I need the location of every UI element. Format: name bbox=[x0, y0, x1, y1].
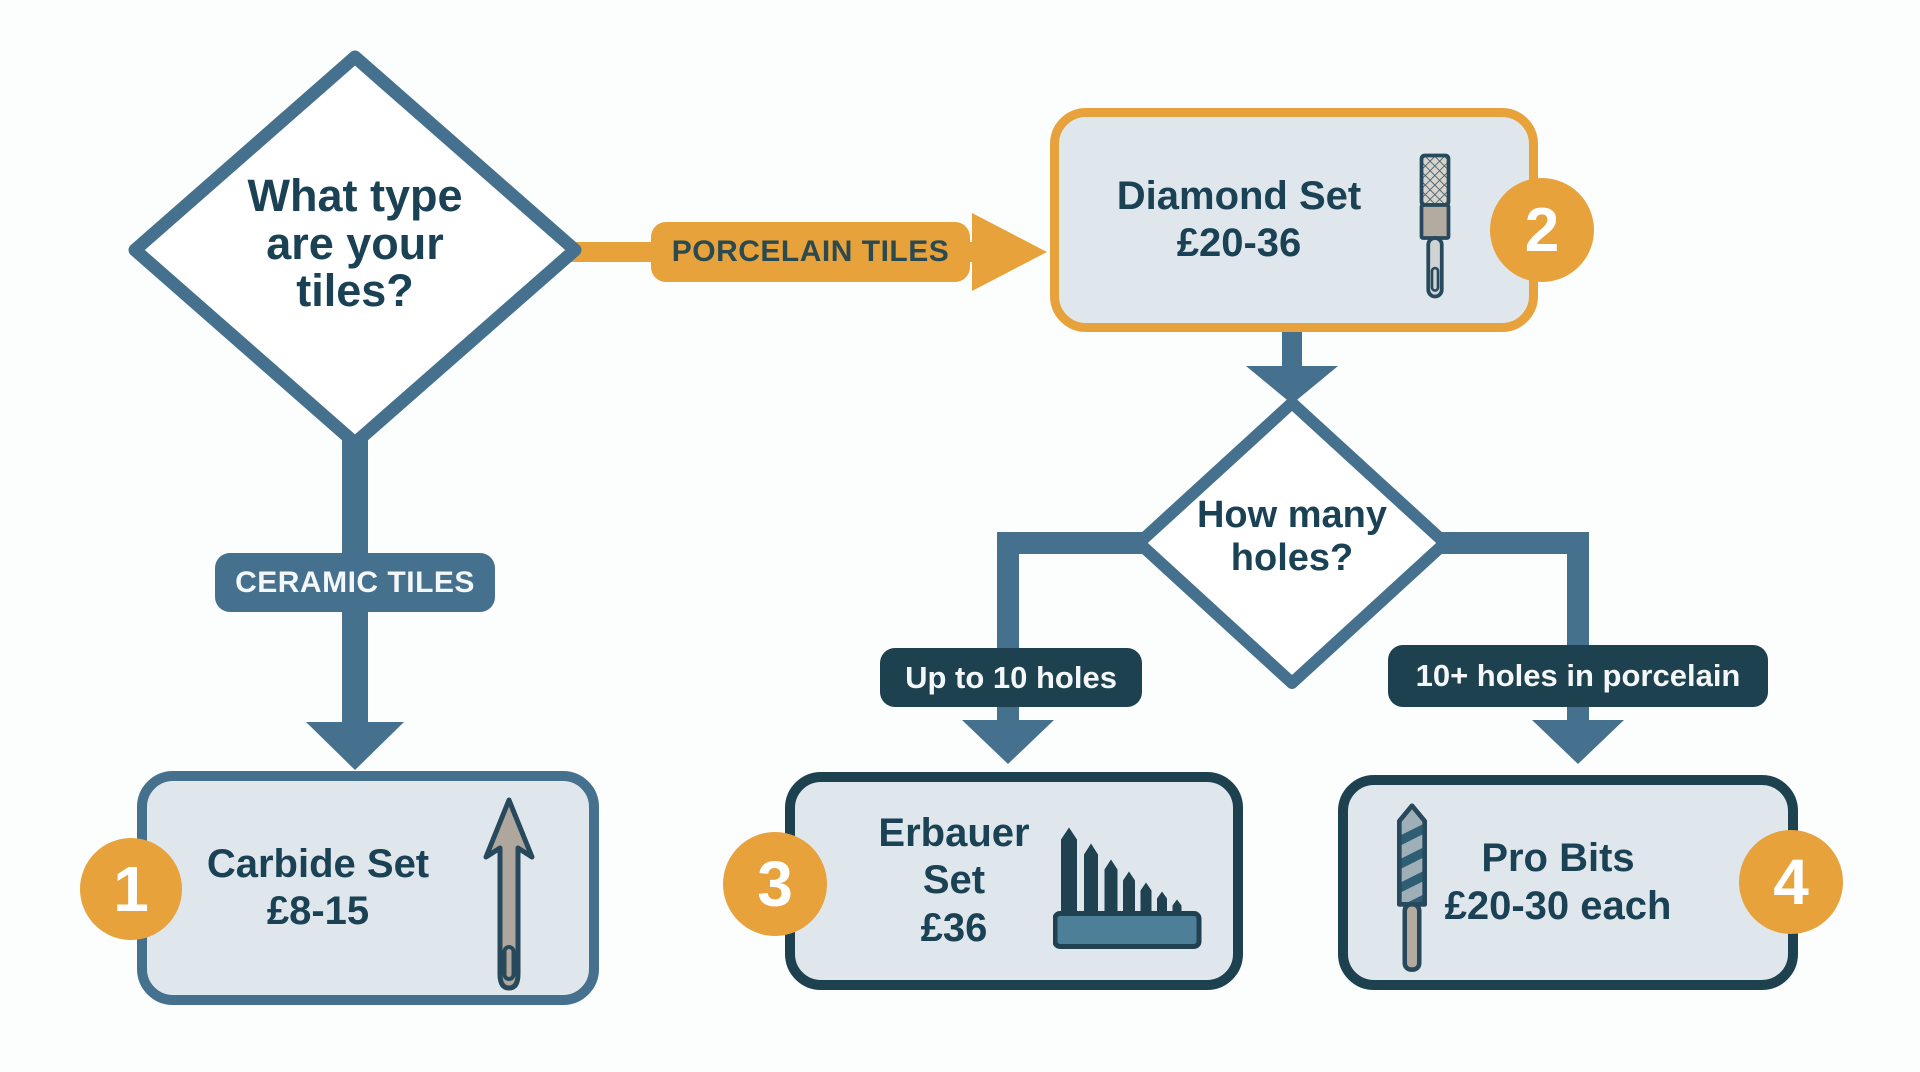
decision-1-diamond-shape bbox=[128, 50, 582, 450]
decision-2-line: How many bbox=[1196, 494, 1388, 536]
carbide-set-title: Carbide Set bbox=[206, 841, 430, 886]
ceramic-tiles-label: CERAMIC TILES bbox=[215, 553, 495, 612]
pro-bits-text: Pro Bits £20-30 each bbox=[1443, 785, 1673, 980]
badge-4: 4 bbox=[1739, 830, 1843, 934]
decision-2-diamond-shape bbox=[1133, 397, 1451, 689]
diamond-set-text: Diamond Set £20-36 bbox=[1089, 117, 1389, 323]
badge-1: 1 bbox=[80, 838, 182, 940]
twist-drill-bit-icon bbox=[1397, 803, 1427, 972]
carbide-set-text: Carbide Set £8-15 bbox=[177, 781, 459, 995]
badge-3: 3 bbox=[723, 832, 827, 936]
badge-2: 2 bbox=[1490, 178, 1594, 282]
erbauer-set-text: Erbauer Set £36 bbox=[855, 782, 1053, 980]
ten-plus-holes-label: 10+ holes in porcelain bbox=[1388, 645, 1768, 707]
erbauer-set-price: £36 bbox=[920, 905, 988, 950]
up-to-10-holes-label: Up to 10 holes bbox=[880, 648, 1142, 707]
drill-bit-set-icon bbox=[1053, 827, 1202, 949]
spear-point-bit-icon bbox=[483, 797, 535, 991]
decision-1-line: What type bbox=[247, 170, 463, 221]
decision-1-line: are your bbox=[266, 217, 444, 269]
result-box-erbauer-set: Erbauer Set £36 bbox=[785, 772, 1243, 990]
pro-bits-title: Pro Bits bbox=[1481, 836, 1635, 881]
decision-1-question: What type are your tiles? bbox=[205, 172, 505, 315]
diamond-set-title: Diamond Set bbox=[1116, 173, 1362, 218]
diamond-set-price: £20-36 bbox=[1176, 221, 1302, 265]
decision-2-line: holes? bbox=[1230, 536, 1354, 579]
result-box-diamond-set: Diamond Set £20-36 bbox=[1050, 108, 1538, 332]
result-box-pro-bits: Pro Bits £20-30 each bbox=[1338, 775, 1798, 990]
carbide-set-price: £8-15 bbox=[266, 889, 370, 933]
decision-1-line: tiles? bbox=[296, 265, 414, 317]
erbauer-set-title: Erbauer Set bbox=[878, 811, 1030, 903]
porcelain-tiles-label: PORCELAIN TILES bbox=[651, 222, 970, 282]
diamond-core-bit-icon bbox=[1419, 153, 1451, 299]
decision-2-question: How many holes? bbox=[1152, 494, 1432, 579]
pro-bits-price: £20-30 each bbox=[1444, 883, 1672, 928]
diamondset-to-decision2-arrow bbox=[1246, 330, 1338, 404]
result-box-carbide-set: Carbide Set £8-15 bbox=[137, 771, 599, 1005]
